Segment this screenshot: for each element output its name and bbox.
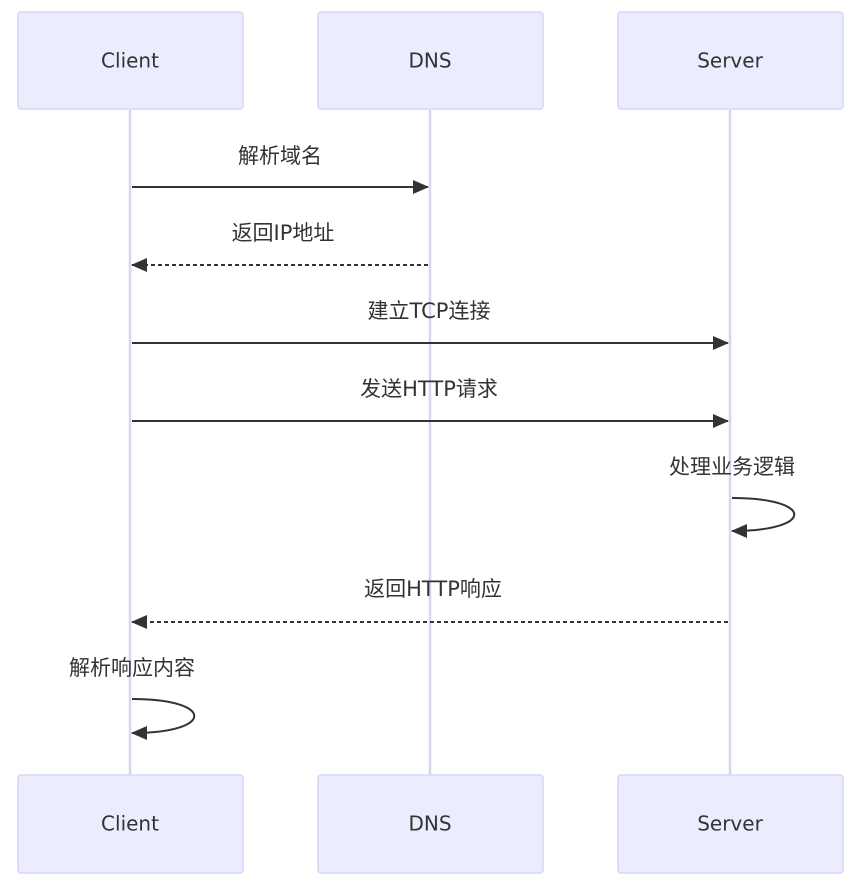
message-tcp-connect: 建立TCP连接 (132, 299, 729, 350)
message-label: 发送HTTP请求 (360, 377, 498, 401)
lifelines (128, 110, 732, 775)
actor-client-top: Client (17, 11, 244, 110)
actor-server-bottom: Server (617, 774, 844, 874)
actors-bottom: Client DNS Server (17, 774, 844, 874)
message-label: 解析域名 (238, 144, 322, 168)
message-return-http-response: 返回HTTP响应 (131, 577, 728, 629)
message-return-ip: 返回IP地址 (131, 221, 428, 272)
message-parse-response: 解析响应内容 (69, 656, 195, 740)
actor-dns-bottom: DNS (317, 774, 544, 874)
message-label: 返回HTTP响应 (364, 577, 502, 601)
message-label: 解析响应内容 (69, 656, 195, 680)
actor-client-bottom: Client (17, 774, 244, 874)
self-loop-arrow (131, 698, 195, 740)
actor-server-top: Server (617, 11, 844, 110)
self-loop-arrow (731, 497, 795, 538)
actor-label: Client (101, 812, 159, 836)
message-label: 返回IP地址 (232, 221, 335, 245)
actor-dns-top: DNS (317, 11, 544, 110)
message-label: 处理业务逻辑 (669, 455, 795, 479)
actor-label: Client (101, 49, 159, 73)
message-send-http-request: 发送HTTP请求 (132, 377, 729, 428)
messages: 解析域名 返回IP地址 建立TCP连接 发送HTTP请求 处理业务逻辑 返回HT… (69, 144, 795, 740)
actor-label: Server (697, 812, 763, 836)
message-process-logic: 处理业务逻辑 (669, 455, 795, 538)
actor-label: DNS (408, 49, 451, 73)
actors-top: Client DNS Server (17, 11, 844, 110)
actor-label: Server (697, 49, 763, 73)
message-label: 建立TCP连接 (368, 299, 491, 323)
actor-label: DNS (408, 812, 451, 836)
message-resolve-domain: 解析域名 (132, 144, 429, 194)
